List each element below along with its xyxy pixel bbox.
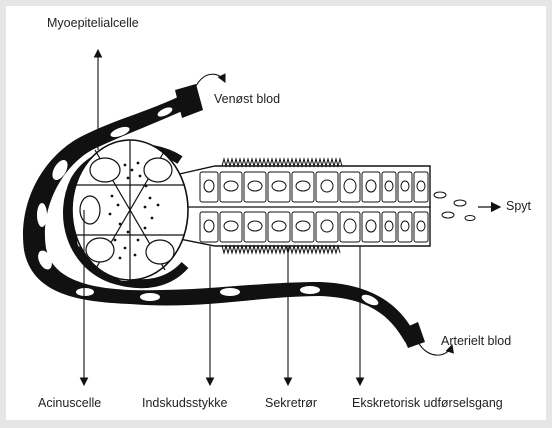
acinus-cell-label: Acinuscelle bbox=[38, 397, 101, 410]
saliva-label: Spyt bbox=[506, 200, 531, 213]
venous-blood-label: Venøst blod bbox=[214, 93, 280, 106]
excretory-duct-label: Ekskretorisk udførselsgang bbox=[352, 397, 503, 410]
myoepithelial-label: Myoepitelialcelle bbox=[47, 17, 139, 30]
duct bbox=[175, 159, 430, 253]
arterial-blood-label: Arterielt blod bbox=[441, 335, 511, 348]
striated-duct-label: Sekretrør bbox=[265, 397, 317, 410]
acinus bbox=[72, 140, 188, 280]
saliva-droplets bbox=[434, 192, 475, 221]
intercalated-duct-label: Indskudsstykke bbox=[142, 397, 227, 410]
